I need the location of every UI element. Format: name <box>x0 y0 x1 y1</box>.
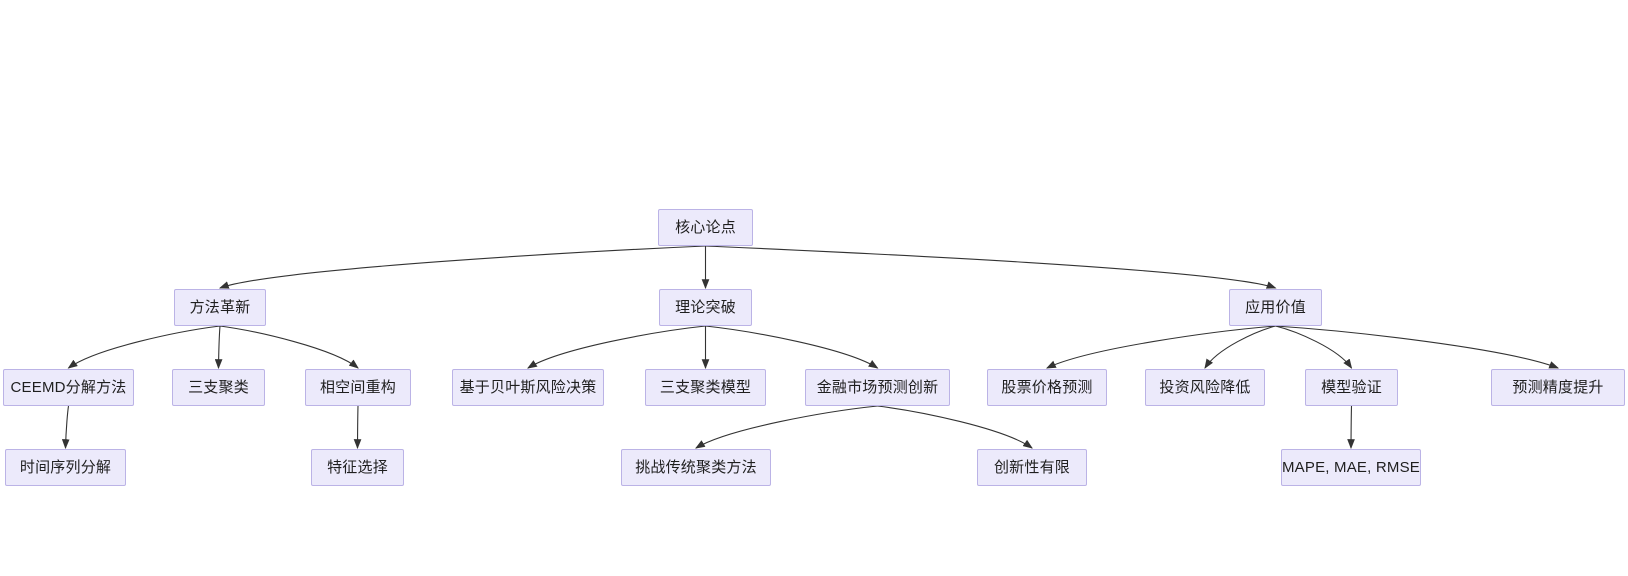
node-label: 金融市场预测创新 <box>816 379 939 396</box>
node-n3[interactable]: 应用价值 <box>1229 289 1322 326</box>
node-label: 股票价格预测 <box>1001 379 1093 396</box>
node-label: 相空间重构 <box>319 379 396 396</box>
node-n2[interactable]: 理论突破 <box>659 289 752 326</box>
node-label: 基于贝叶斯风险决策 <box>459 379 597 396</box>
node-label: 理论突破 <box>675 299 736 316</box>
node-label: 预测精度提升 <box>1512 379 1604 396</box>
node-label: 核心论点 <box>675 219 736 236</box>
node-n1c[interactable]: 相空间重构 <box>305 369 411 406</box>
node-label: MAPE, MAE, RMSE <box>1281 459 1421 476</box>
node-label: 挑战传统聚类方法 <box>635 459 757 476</box>
node-n2c1[interactable]: 挑战传统聚类方法 <box>621 449 771 486</box>
node-n1a[interactable]: CEEMD分解方法 <box>3 369 134 406</box>
node-label: 三支聚类 <box>188 379 249 396</box>
node-n3c[interactable]: 模型验证 <box>1305 369 1398 406</box>
node-n3c1[interactable]: MAPE, MAE, RMSE <box>1281 449 1421 486</box>
node-label: 特征选择 <box>327 459 388 476</box>
node-label: 应用价值 <box>1245 299 1306 316</box>
node-n2b[interactable]: 三支聚类模型 <box>645 369 766 406</box>
node-n1a1[interactable]: 时间序列分解 <box>5 449 126 486</box>
node-root[interactable]: 核心论点 <box>658 209 753 246</box>
node-n1c1[interactable]: 特征选择 <box>311 449 404 486</box>
node-n3d[interactable]: 预测精度提升 <box>1491 369 1625 406</box>
node-label: 方法革新 <box>189 299 251 316</box>
node-n1b[interactable]: 三支聚类 <box>172 369 265 406</box>
node-label: CEEMD分解方法 <box>10 379 127 396</box>
node-n2c[interactable]: 金融市场预测创新 <box>805 369 950 406</box>
node-label: 模型验证 <box>1321 379 1382 396</box>
node-label: 三支聚类模型 <box>659 379 752 396</box>
node-label: 创新性有限 <box>993 459 1070 476</box>
node-n2a[interactable]: 基于贝叶斯风险决策 <box>452 369 604 406</box>
node-n3b[interactable]: 投资风险降低 <box>1145 369 1265 406</box>
node-n1[interactable]: 方法革新 <box>174 289 266 326</box>
node-label: 时间序列分解 <box>19 459 112 476</box>
node-n3a[interactable]: 股票价格预测 <box>987 369 1107 406</box>
node-n2c2[interactable]: 创新性有限 <box>977 449 1087 486</box>
node-label: 投资风险降低 <box>1159 379 1251 396</box>
